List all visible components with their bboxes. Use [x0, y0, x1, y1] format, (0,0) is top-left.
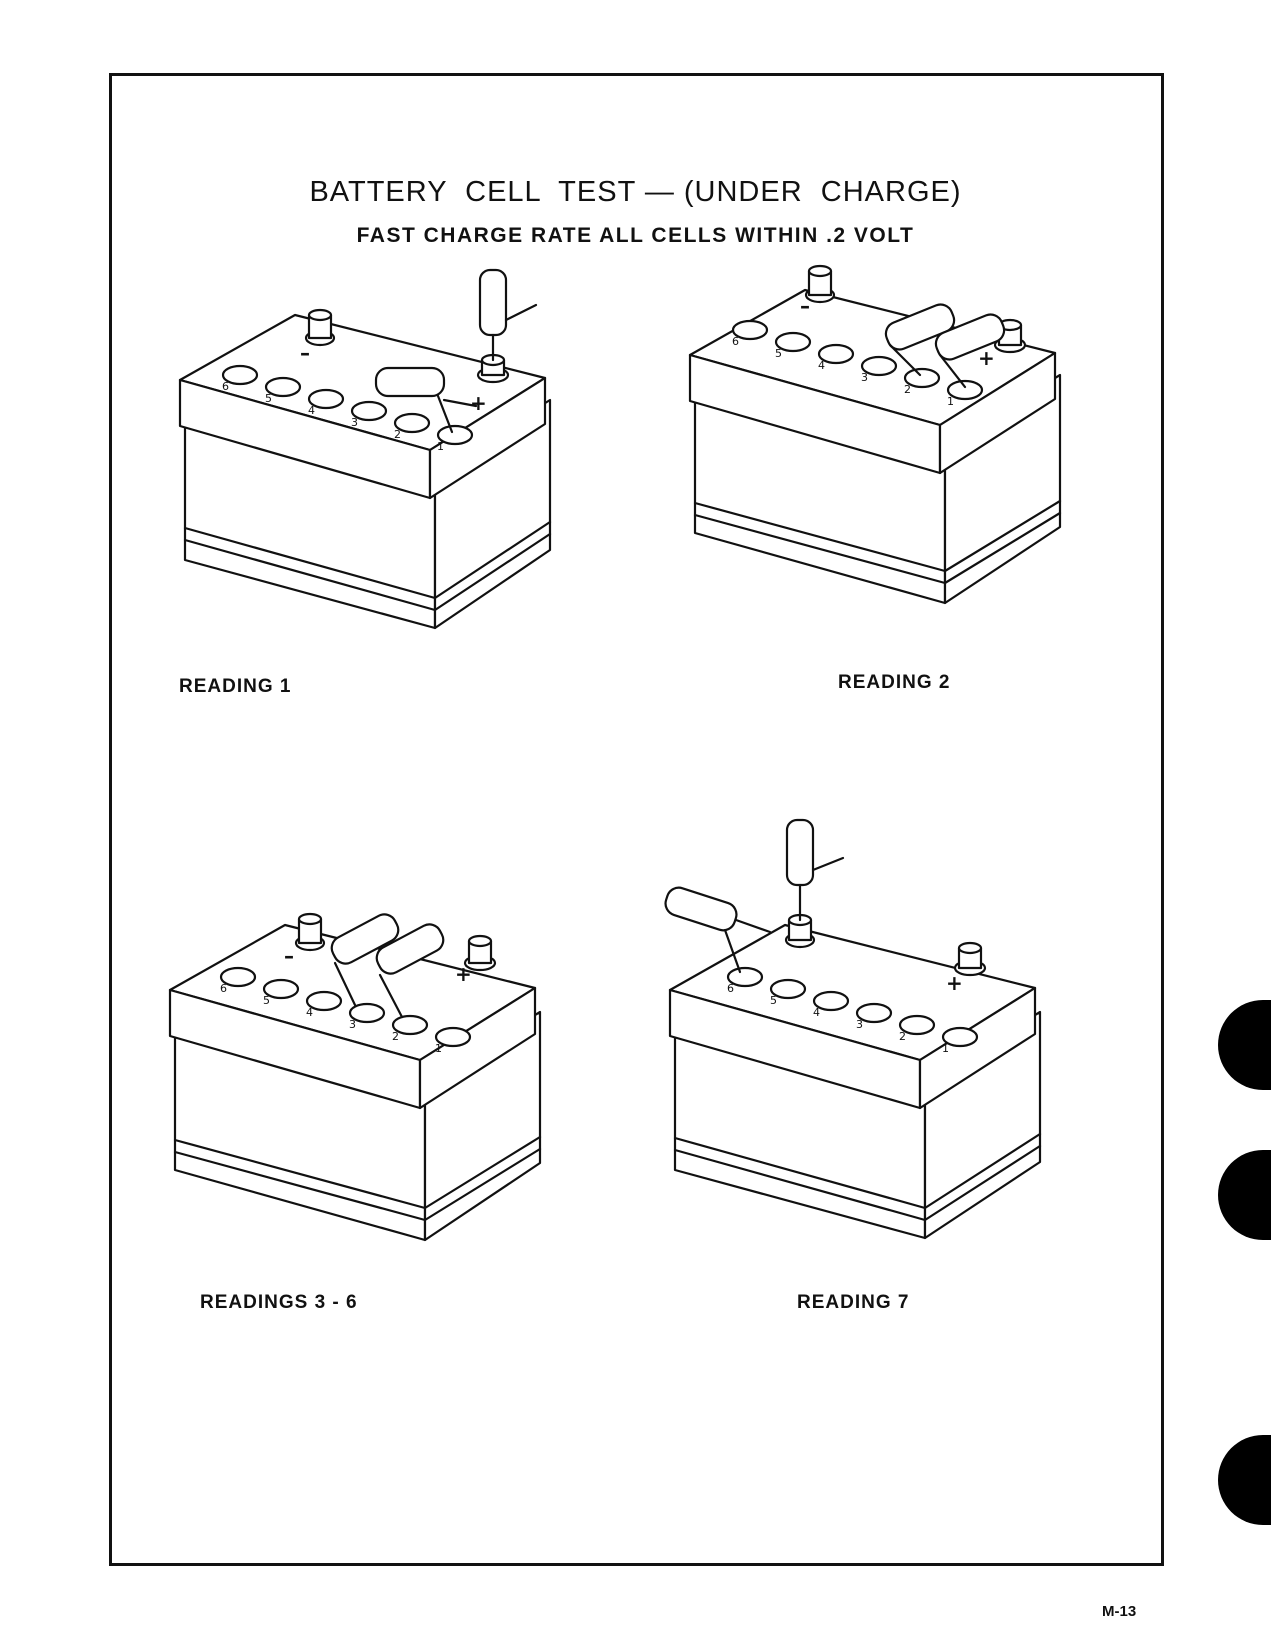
cell-label-5: 5	[770, 994, 777, 1007]
cell-label-3: 3	[351, 416, 358, 429]
page-border	[109, 73, 1164, 1566]
cell-label-4: 4	[818, 359, 825, 372]
cell-label-1: 1	[942, 1042, 949, 1055]
cell-label-4: 4	[306, 1006, 313, 1019]
cell-label-6: 6	[732, 335, 739, 348]
cell-label-6: 6	[220, 982, 227, 995]
caption-readings-3-6: READINGS 3 - 6	[200, 1292, 358, 1313]
cell-label-5: 5	[263, 994, 270, 1007]
section-tab-marker	[1218, 1000, 1271, 1090]
page-subtitle: FAST CHARGE RATE ALL CELLS WITHIN .2 VOL…	[356, 224, 915, 247]
positive-terminal-label: +	[978, 346, 995, 370]
battery-probe-cells-2-3-icon: 6 5 4 3 2 1 – +	[168, 912, 542, 1242]
cell-label-1: 1	[435, 1042, 442, 1055]
caption-reading-1: READING 1	[179, 676, 292, 697]
cell-label-1: 1	[437, 440, 444, 453]
cell-label-2: 2	[899, 1030, 906, 1043]
caption-reading-2: READING 2	[838, 672, 951, 693]
caption-reading-7: READING 7	[797, 1292, 910, 1313]
section-tab-marker	[1218, 1150, 1271, 1240]
cell-label-6: 6	[222, 380, 229, 393]
cell-label-4: 4	[813, 1006, 820, 1019]
figure-reading-2: 6 5 4 3 2 1 – +	[688, 264, 1090, 615]
cell-label-2: 2	[392, 1030, 399, 1043]
positive-terminal-label: +	[455, 962, 472, 986]
cell-label-5: 5	[265, 392, 272, 405]
negative-terminal-label: –	[800, 294, 810, 318]
cell-label-3: 3	[856, 1018, 863, 1031]
figure-readings-3-6: 6 5 4 3 2 1 – +	[168, 905, 570, 1255]
cell-label-2: 2	[394, 428, 401, 441]
cell-label-5: 5	[775, 347, 782, 360]
negative-terminal-label: –	[284, 944, 294, 968]
cell-label-3: 3	[349, 1018, 356, 1031]
battery-probe-cells-1-2-icon: 6 5 4 3 2 1 – +	[688, 264, 1062, 605]
cell-label-1: 1	[947, 395, 954, 408]
figure-reading-7: 6 5 4 3 2 1 +	[664, 818, 1070, 1250]
battery-probe-positive-to-cell-1-icon: 6 5 4 3 2 1 – +	[178, 268, 552, 630]
cell-label-4: 4	[308, 404, 315, 417]
positive-terminal-label: +	[946, 971, 963, 995]
battery-probe-negative-to-cell-6-icon: 6 5 4 3 2 1 +	[664, 818, 1042, 1240]
cell-label-3: 3	[861, 371, 868, 384]
positive-terminal-label: +	[470, 391, 487, 415]
cell-label-2: 2	[904, 383, 911, 396]
figure-reading-1: 6 5 4 3 2 1 – +	[178, 260, 580, 640]
negative-terminal-label: –	[300, 341, 310, 365]
page-title: BATTERY CELL TEST — (UNDER CHARGE)	[309, 176, 962, 208]
cell-label-6: 6	[727, 982, 734, 995]
page-number: M-13	[1102, 1603, 1137, 1620]
section-tab-marker	[1218, 1435, 1271, 1525]
